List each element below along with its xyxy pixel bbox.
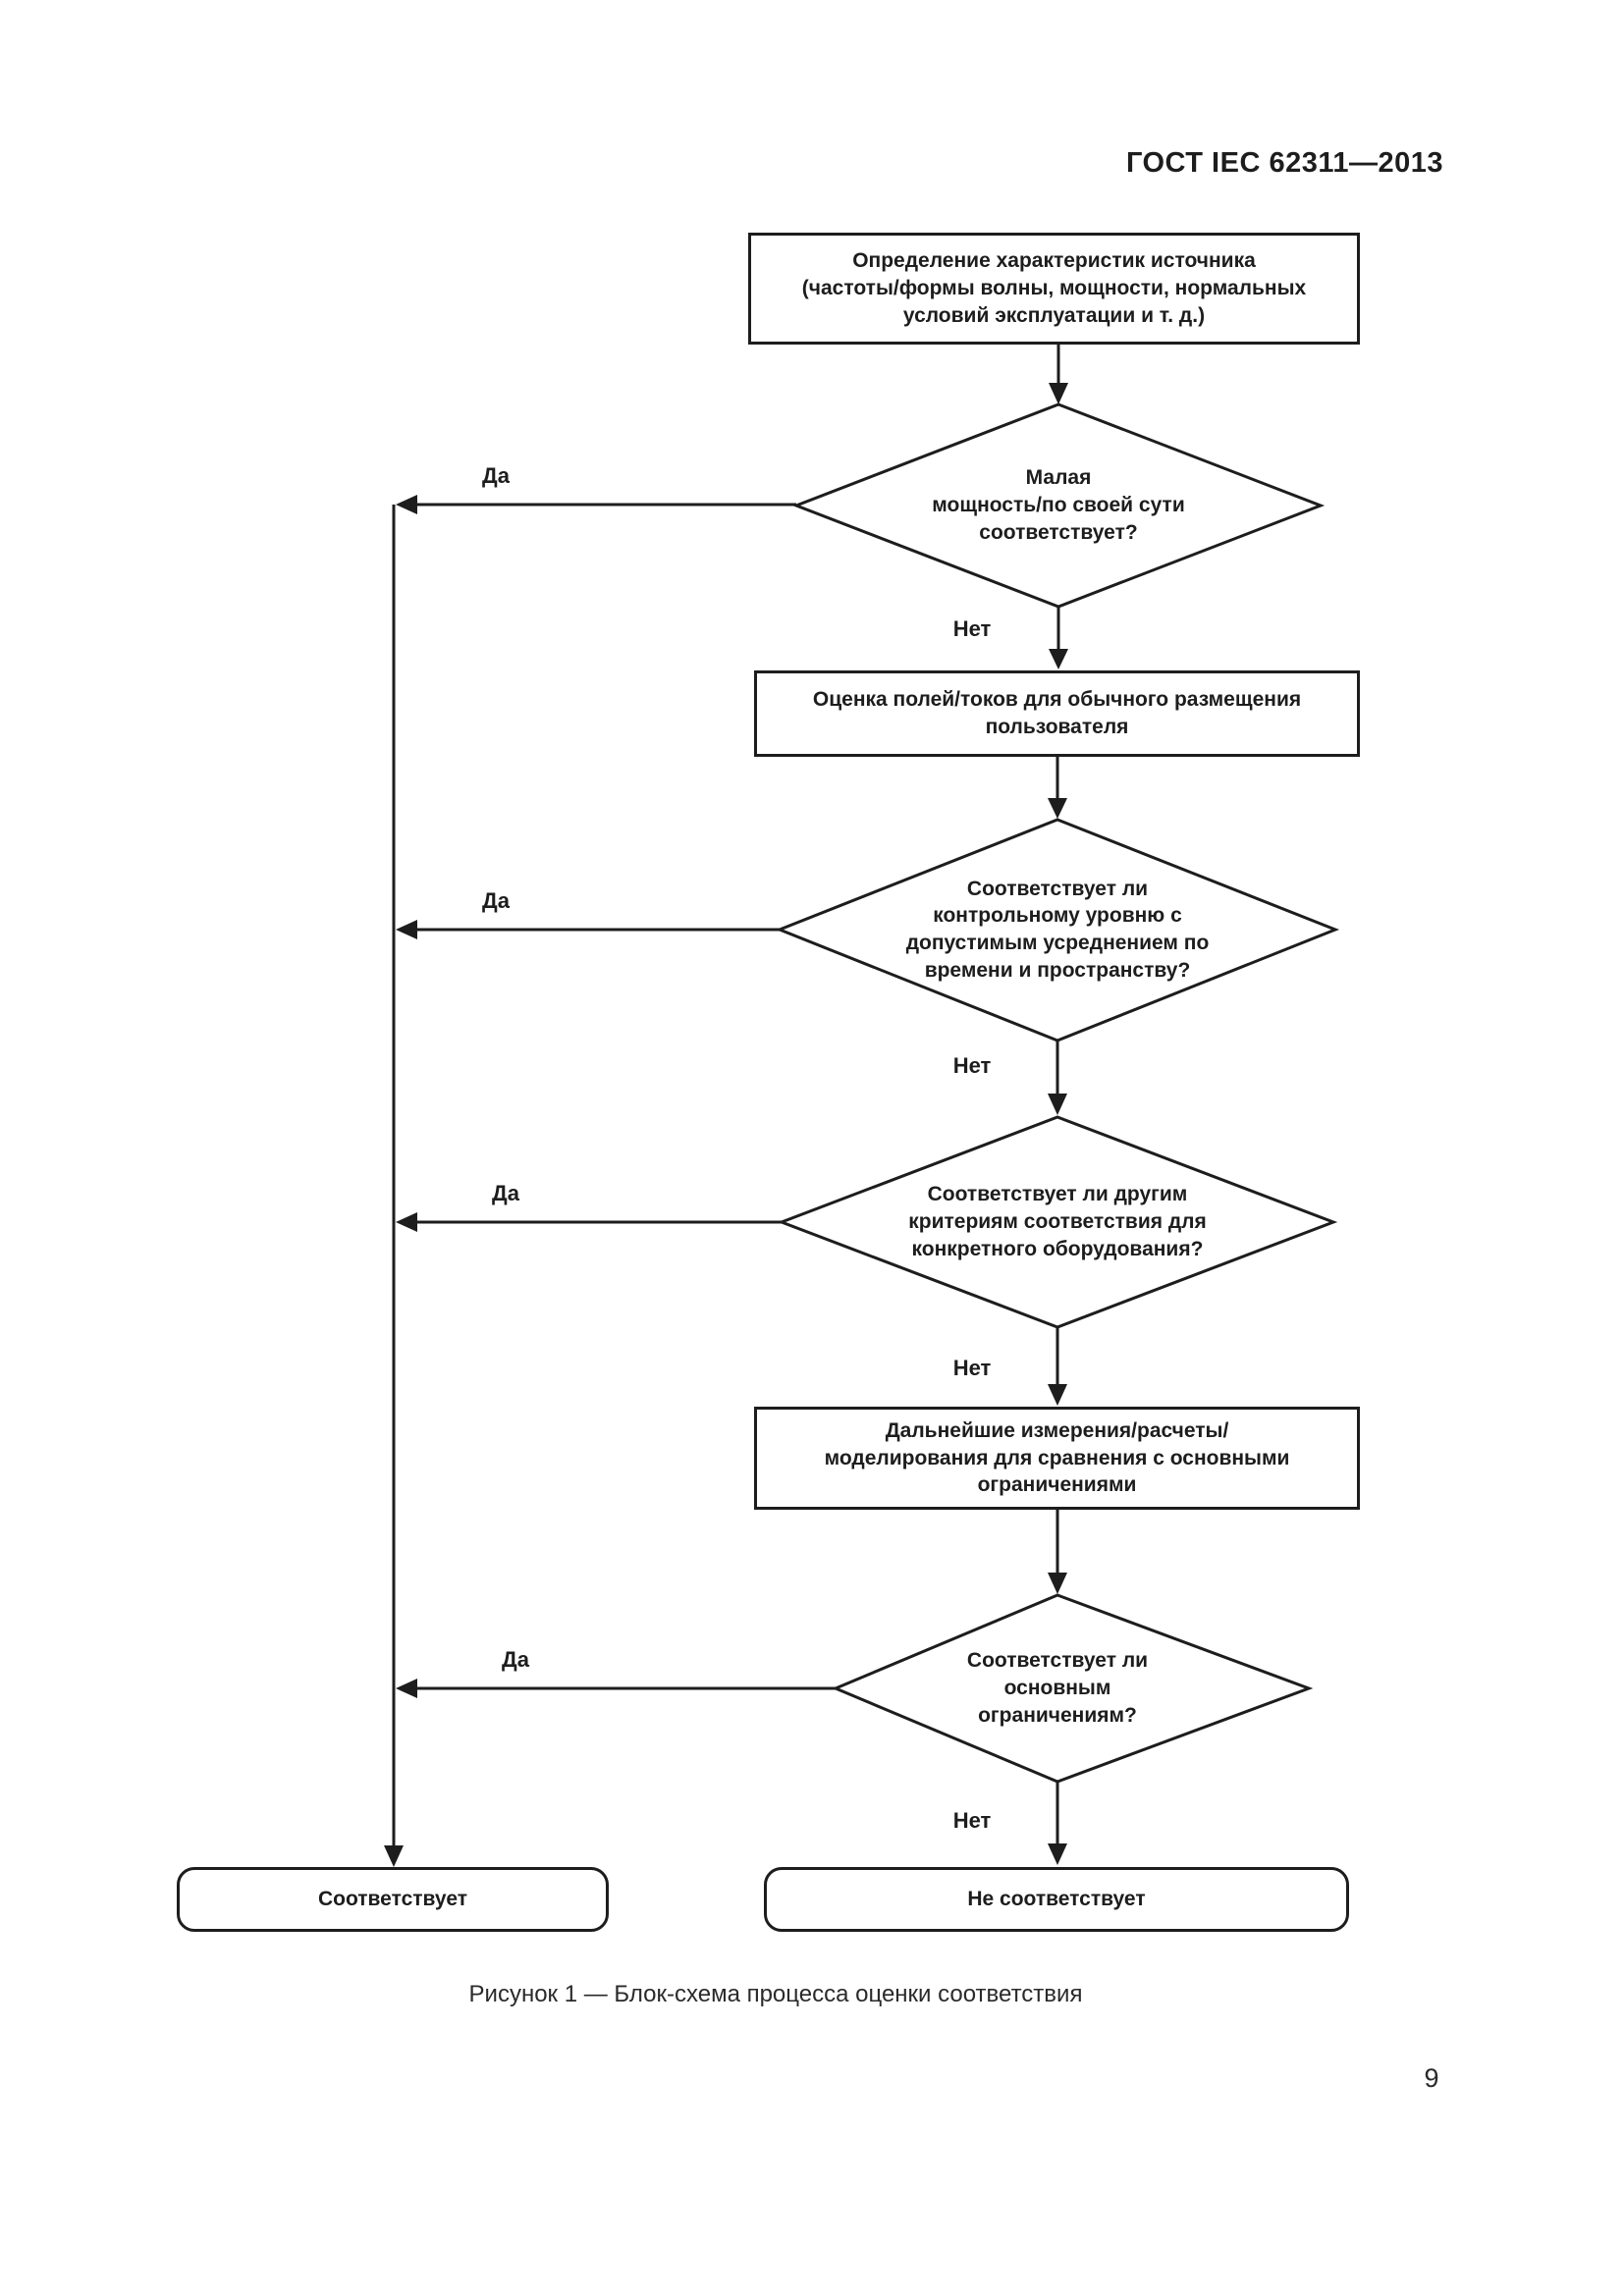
- decision-reference-level-text: Соответствует ли контрольному уровню с д…: [905, 877, 1210, 982]
- arrowhead-down-icon: [1048, 1384, 1067, 1406]
- branch-label-no-4: Нет: [952, 1808, 992, 1833]
- branch-label-yes-1: Да: [482, 463, 510, 488]
- terminal-box-not-complies: Не соответствует: [764, 1867, 1349, 1932]
- arrowhead-down-icon: [1048, 798, 1067, 819]
- arrowhead-left-icon: [396, 920, 417, 939]
- branch-label-yes-4: Да: [502, 1647, 529, 1672]
- arrowhead-down-icon: [1048, 1843, 1067, 1865]
- decision-diamond-basic-restrictions: [832, 1593, 1314, 1784]
- branch-label-no-2: Нет: [952, 1053, 992, 1078]
- process-box-source-characteristics-text: Определение характеристик источника (час…: [801, 249, 1307, 327]
- branch-label-no-1: Нет: [952, 616, 992, 641]
- page-number: 9: [1424, 2063, 1439, 2093]
- arrowhead-down-icon: [1049, 383, 1068, 404]
- figure-caption: Рисунок 1 — Блок-схема процесса оценки с…: [468, 1981, 1083, 2007]
- arrowhead-left-icon: [396, 495, 417, 514]
- arrowhead-left-icon: [396, 1212, 417, 1232]
- decision-low-power-text: Малая мощность/по своей сути соответству…: [932, 466, 1185, 544]
- process-box-further-measurements: Дальнейшие измерения/расчеты/ моделирова…: [754, 1407, 1360, 1510]
- decision-basic-restrictions-text: Соответствует ли основным ограничениям?: [966, 1649, 1149, 1727]
- branch-label-yes-2: Да: [482, 888, 510, 913]
- terminal-box-complies: Соответствует: [177, 1867, 609, 1932]
- terminal-box-complies-text: Соответствует: [317, 1888, 468, 1911]
- process-box-further-measurements-text: Дальнейшие измерения/расчеты/ моделирова…: [824, 1418, 1290, 1497]
- process-box-field-assessment-text: Оценка полей/токов для обычного размещен…: [812, 688, 1302, 738]
- page-header: ГОСТ IEC 62311—2013: [1125, 147, 1443, 179]
- branch-label-yes-3: Да: [492, 1181, 519, 1205]
- arrowhead-left-icon: [396, 1679, 417, 1698]
- arrowhead-down-icon: [1049, 649, 1068, 669]
- decision-diamond-low-power: [791, 402, 1326, 609]
- decision-diamond-other-criteria: [777, 1115, 1338, 1329]
- arrowhead-down-icon: [384, 1845, 404, 1867]
- decision-diamond-reference-level: [775, 818, 1340, 1042]
- process-box-source-characteristics: Определение характеристик источника (час…: [748, 233, 1360, 345]
- terminal-box-not-complies-text: Не соответствует: [967, 1888, 1146, 1911]
- process-box-field-assessment: Оценка полей/токов для обычного размещен…: [754, 670, 1360, 757]
- arrowhead-down-icon: [1048, 1094, 1067, 1115]
- decision-other-criteria-text: Соответствует ли другим критериям соотве…: [908, 1183, 1207, 1260]
- arrowhead-down-icon: [1048, 1573, 1067, 1594]
- branch-label-no-3: Нет: [952, 1356, 992, 1380]
